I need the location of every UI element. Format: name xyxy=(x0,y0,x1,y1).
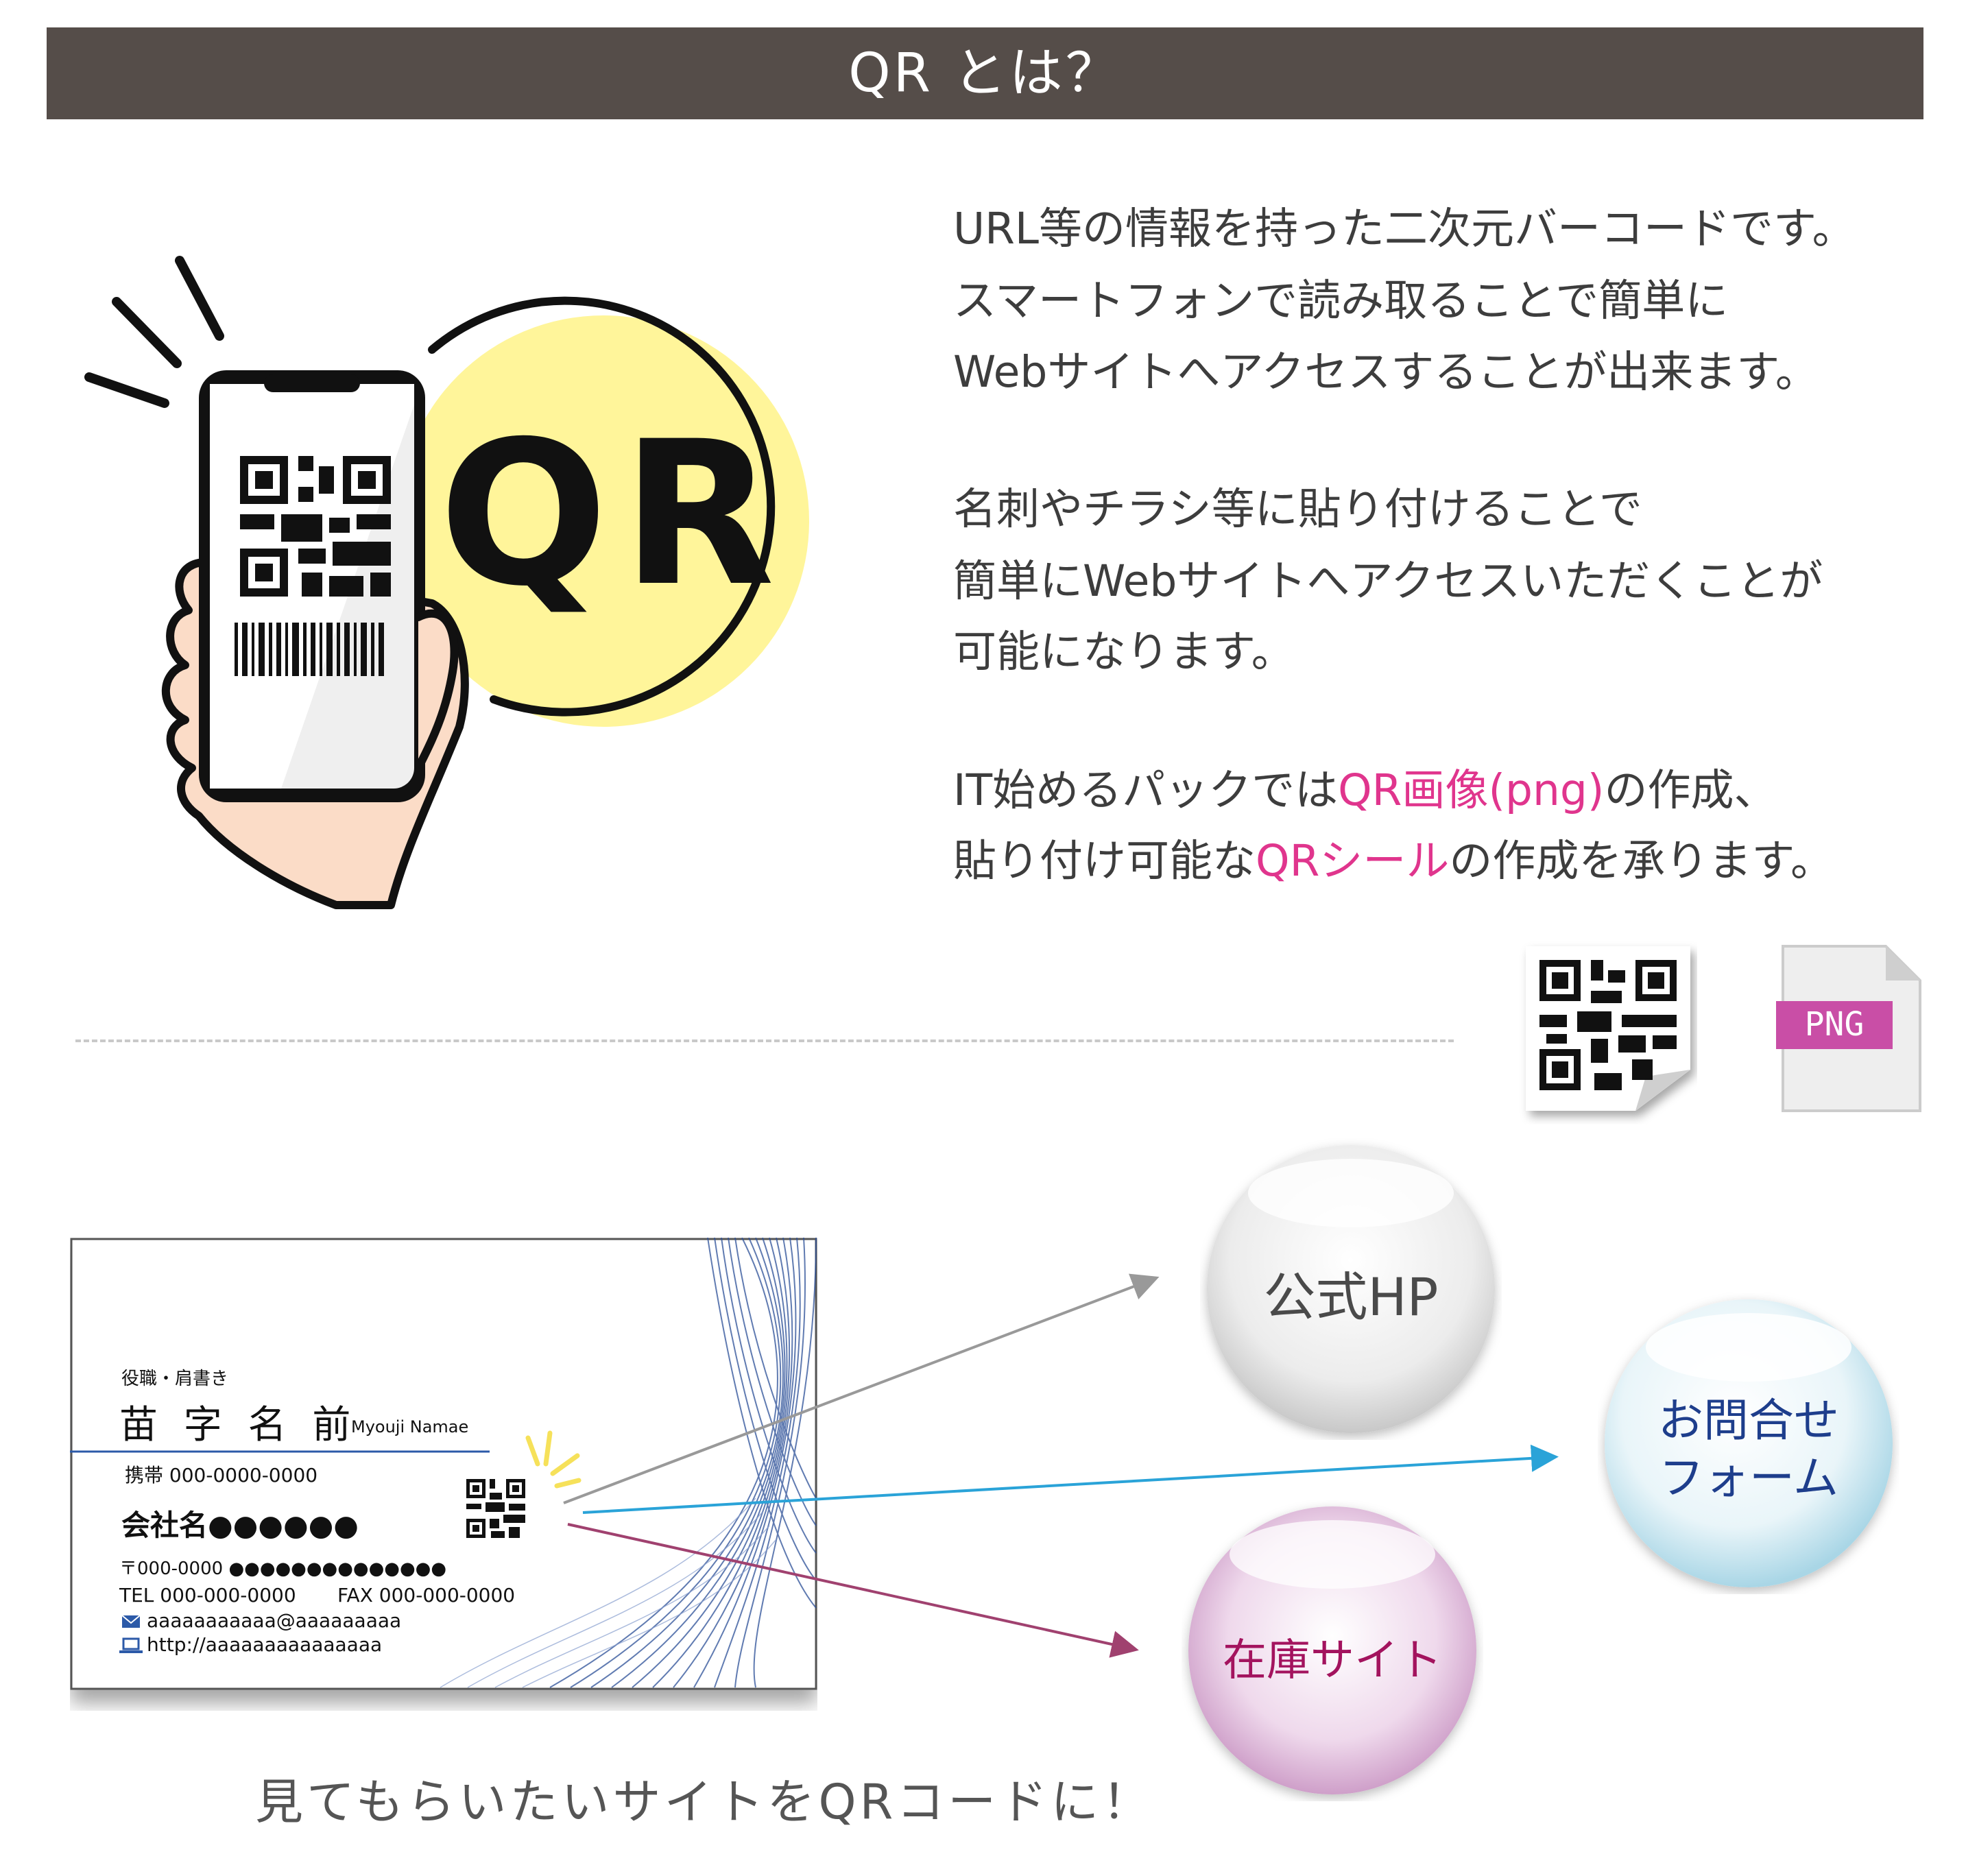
description-p3-line2: 貼り付け可能なQRシールの作成を承ります。 xyxy=(953,825,1834,898)
card-mobile: 携帯 000-0000-0000 xyxy=(125,1464,318,1487)
description-p2-line3: 可能になります。 xyxy=(953,627,1295,677)
qr-sticker-icon xyxy=(1526,946,1690,1111)
stock-site-bubble[interactable] xyxy=(1182,1500,1483,1801)
badge-circle-fill xyxy=(398,315,809,727)
official-hp-bubble[interactable] xyxy=(1200,1138,1502,1440)
page-title: QR とは？ xyxy=(848,43,1122,104)
description-p2-line1: 名刺やチラシ等に貼り付けることで xyxy=(953,484,1642,534)
p3-line2-text-a: 貼り付け可能な xyxy=(953,836,1256,886)
card-company: 会社名●●●●●● xyxy=(121,1508,359,1542)
description-p1-line3: Webサイトへアクセスすることが出来ます。 xyxy=(953,347,1819,397)
card-address: 〒000-0000 ●●●●●●●●●●●●●● xyxy=(119,1559,447,1579)
description-p2-line2: 簡単にWebサイトへアクセスいただくことが xyxy=(953,556,1823,606)
p3-line2-text-b: の作成を承ります。 xyxy=(1449,836,1834,886)
description-p1-line1: URL等の情報を持った二次元バーコードです。 xyxy=(953,204,1856,254)
p3-line1-text-a: IT始めるパックでは xyxy=(953,765,1339,815)
p3-line1-text-b: の作成、 xyxy=(1604,765,1777,815)
description-p3-line1: IT始めるパックではQR画像(png)の作成、 xyxy=(953,754,1777,827)
official-hp-label-wrap: 公式HP xyxy=(1200,1255,1502,1327)
inquiry-label-line1: お問合せ xyxy=(1658,1394,1839,1447)
phone-barcode xyxy=(235,623,384,676)
phone-qr-code xyxy=(240,456,391,597)
phone-qr-illustration: QR xyxy=(84,256,809,909)
header-bar: QR とは？ xyxy=(47,27,1923,119)
card-name-romaji: Myouji Namae xyxy=(351,1417,469,1436)
card-name: 苗 字 名 前 xyxy=(119,1403,358,1447)
stock-label-wrap: 在庫サイト xyxy=(1182,1625,1483,1694)
p3-line2-highlight: QRシール xyxy=(1256,836,1450,886)
inquiry-label-wrap: お問合せ フォーム xyxy=(1598,1384,1899,1521)
official-hp-label: 公式HP xyxy=(1263,1266,1439,1327)
stock-label: 在庫サイト xyxy=(1223,1635,1442,1686)
card-position: 役職・肩書き xyxy=(121,1369,229,1389)
p3-line1-highlight: QR画像(png) xyxy=(1338,765,1605,815)
business-card: 役職・肩書き 苗 字 名 前 Myouji Namae 携帯 000-0000-… xyxy=(70,1238,817,1711)
png-file-icon: PNG xyxy=(1776,945,1921,1112)
card-url: http://aaaaaaaaaaaaaaa xyxy=(147,1633,383,1656)
card-tel: TEL 000-000-0000 xyxy=(119,1584,296,1607)
inquiry-form-bubble[interactable] xyxy=(1598,1292,1899,1594)
footer-caption: 見てもらいたいサイトをQRコードに！ xyxy=(255,1774,1154,1830)
card-email: aaaaaaaaaaa@aaaaaaaaa xyxy=(147,1609,402,1632)
description-p1-line2: スマートフォンで読み取ることで簡単に xyxy=(953,276,1729,326)
section-divider xyxy=(75,1039,1454,1042)
inquiry-label-line2: フォーム xyxy=(1658,1452,1839,1504)
card-fax: FAX 000-000-0000 xyxy=(337,1584,516,1607)
png-label: PNG xyxy=(1805,1005,1865,1044)
qr-badge-text: QR xyxy=(439,399,789,630)
